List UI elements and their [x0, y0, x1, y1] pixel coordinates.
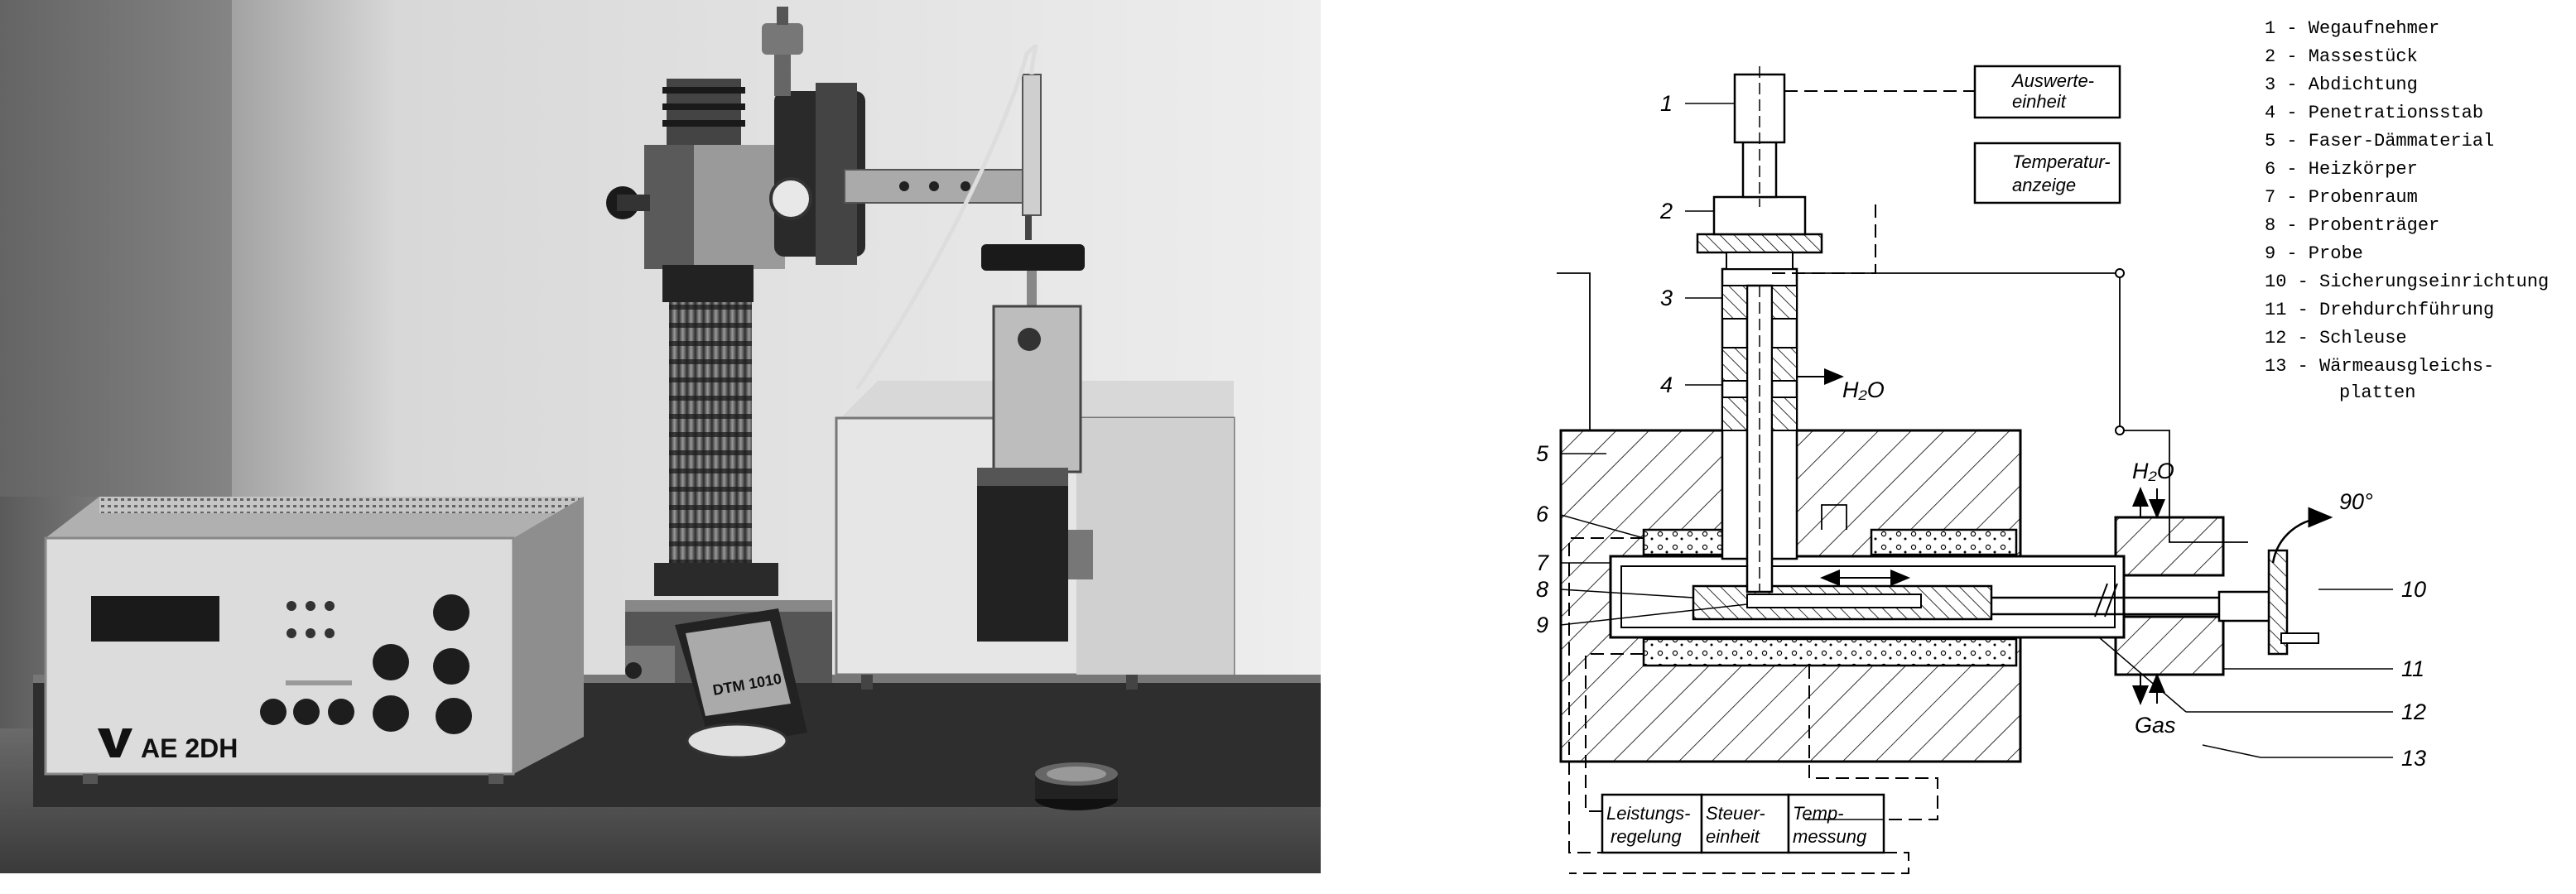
control-knob [260, 699, 286, 725]
technical-diagram: H₂O Auswerte- einheit Temperatur- anzeig… [1536, 18, 2549, 874]
micrometer-top [762, 23, 803, 55]
weight-disc [981, 244, 1085, 271]
furnace-block [977, 468, 1068, 642]
legend-item: 2 - Massestück [2265, 46, 2418, 67]
control-knob [373, 644, 409, 680]
heater-wiring [1568, 537, 1644, 853]
legend-item: 9 - Probe [2265, 243, 2363, 264]
probe-lens [686, 723, 788, 759]
water-label-top: H₂O [1842, 377, 1885, 402]
flange-block-lower [2114, 615, 2225, 676]
temperature-display-box [1973, 142, 2121, 204]
legend-item: 6 - Heizkörper [2265, 159, 2418, 180]
indicator-led [286, 628, 296, 638]
callouts: 1 2 3 4 5 6 7 8 9 10 11 12 13 [1536, 91, 2426, 771]
control-knob [433, 648, 469, 685]
legend-item: 1 - Wegaufnehmer [2265, 18, 2439, 39]
control-knob [436, 698, 472, 734]
sealing-right [1771, 285, 1798, 320]
indicator-led [286, 601, 296, 611]
safety-wire [1557, 272, 1591, 430]
indicator-led [306, 601, 315, 611]
temperature-measurement-label-2: messung [1793, 826, 1867, 847]
callout-2: 2 [1659, 199, 1673, 223]
ribbed-column [669, 298, 752, 579]
legend-item: 8 - Probenträger [2265, 215, 2439, 236]
legend-item: 12 - Schleuse [2265, 328, 2407, 348]
legend: 1 - Wegaufnehmer 2 - Massestück 3 - Abdi… [2265, 18, 2549, 403]
indicator-led [325, 628, 335, 638]
indicator-led [325, 601, 335, 611]
sample-cup [1035, 762, 1118, 810]
rotation-arrow [2271, 507, 2333, 564]
legend-item: 3 - Abdichtung [2265, 74, 2418, 95]
control-unit-label-1: Steuer- [1706, 803, 1765, 824]
brand-logo [98, 728, 132, 757]
sample [1746, 594, 1922, 608]
sensor-probe [1022, 74, 1042, 216]
callout-8: 8 [1536, 577, 1548, 602]
gas-label: Gas [2135, 713, 2176, 738]
callout-1: 1 [1660, 91, 1673, 116]
control-knob [293, 699, 320, 725]
evaluation-unit-label-2: einheit [2012, 91, 2067, 112]
heater-lower [1642, 637, 2018, 667]
oven-unit [835, 305, 1235, 690]
control-knob [328, 699, 354, 725]
control-unit-label-2: einheit [1706, 826, 1760, 847]
device-model-label: AE 2DH [141, 733, 238, 763]
evaluation-unit-label-1: Auswerte- [2010, 70, 2094, 91]
controller-unit: AE 2DH [44, 497, 584, 784]
heater-upper-right [1870, 528, 2018, 556]
evaluation-unit-box [1973, 65, 2121, 119]
callout-13: 13 [2401, 746, 2426, 771]
power-control-label-2: regelung [1611, 826, 1682, 847]
callout-11: 11 [2401, 656, 2424, 681]
power-control-box [1601, 793, 1703, 854]
callout-7: 7 [1536, 550, 1549, 575]
rotary-handle-shaft [2217, 590, 2279, 622]
rotation-angle-label: 90° [2339, 489, 2373, 514]
callout-3: 3 [1660, 286, 1673, 310]
callout-9: 9 [1536, 613, 1548, 637]
legend-item: 11 - Drehdurchführung [2265, 300, 2494, 320]
callout-10: 10 [2401, 577, 2426, 602]
legend-item: 10 - Sicherungseinrichtung [2265, 272, 2549, 292]
legend-item: 4 - Penetrationsstab [2265, 103, 2483, 123]
callout-5: 5 [1536, 441, 1549, 466]
temperature-measurement-box [1787, 793, 1885, 854]
temperature-display-label-2: anzeige [2012, 175, 2076, 195]
legend-item: 5 - Faser-Dämmaterial [2265, 131, 2494, 151]
apparatus-photo: AE 2DH [0, 0, 1321, 873]
temperature-display-label-1: Temperatur- [2012, 151, 2111, 172]
photo-wall-shadow [0, 0, 232, 497]
controller-display [91, 596, 219, 642]
legend-item: 13 - Wärmeausgleichs- [2265, 356, 2494, 377]
power-control-label-1: Leistungs- [1606, 803, 1691, 824]
callout-4: 4 [1660, 372, 1673, 397]
probe-unit: DTM 1010 [625, 608, 807, 759]
callout-6: 6 [1536, 502, 1549, 526]
temperature-measurement-label-1: Temp- [1793, 803, 1844, 824]
control-knob [373, 695, 409, 732]
sealing-left [1721, 285, 1748, 320]
indicator-led [306, 628, 315, 638]
mass-plate [1696, 233, 1823, 254]
legend-item: 7 - Probenraum [2265, 187, 2418, 208]
control-knob [433, 594, 469, 631]
callout-12: 12 [2401, 699, 2426, 724]
rotary-handle-plate [2267, 549, 2289, 656]
legend-item: platten [2339, 382, 2415, 403]
water-label-right: H₂O [2132, 459, 2174, 483]
